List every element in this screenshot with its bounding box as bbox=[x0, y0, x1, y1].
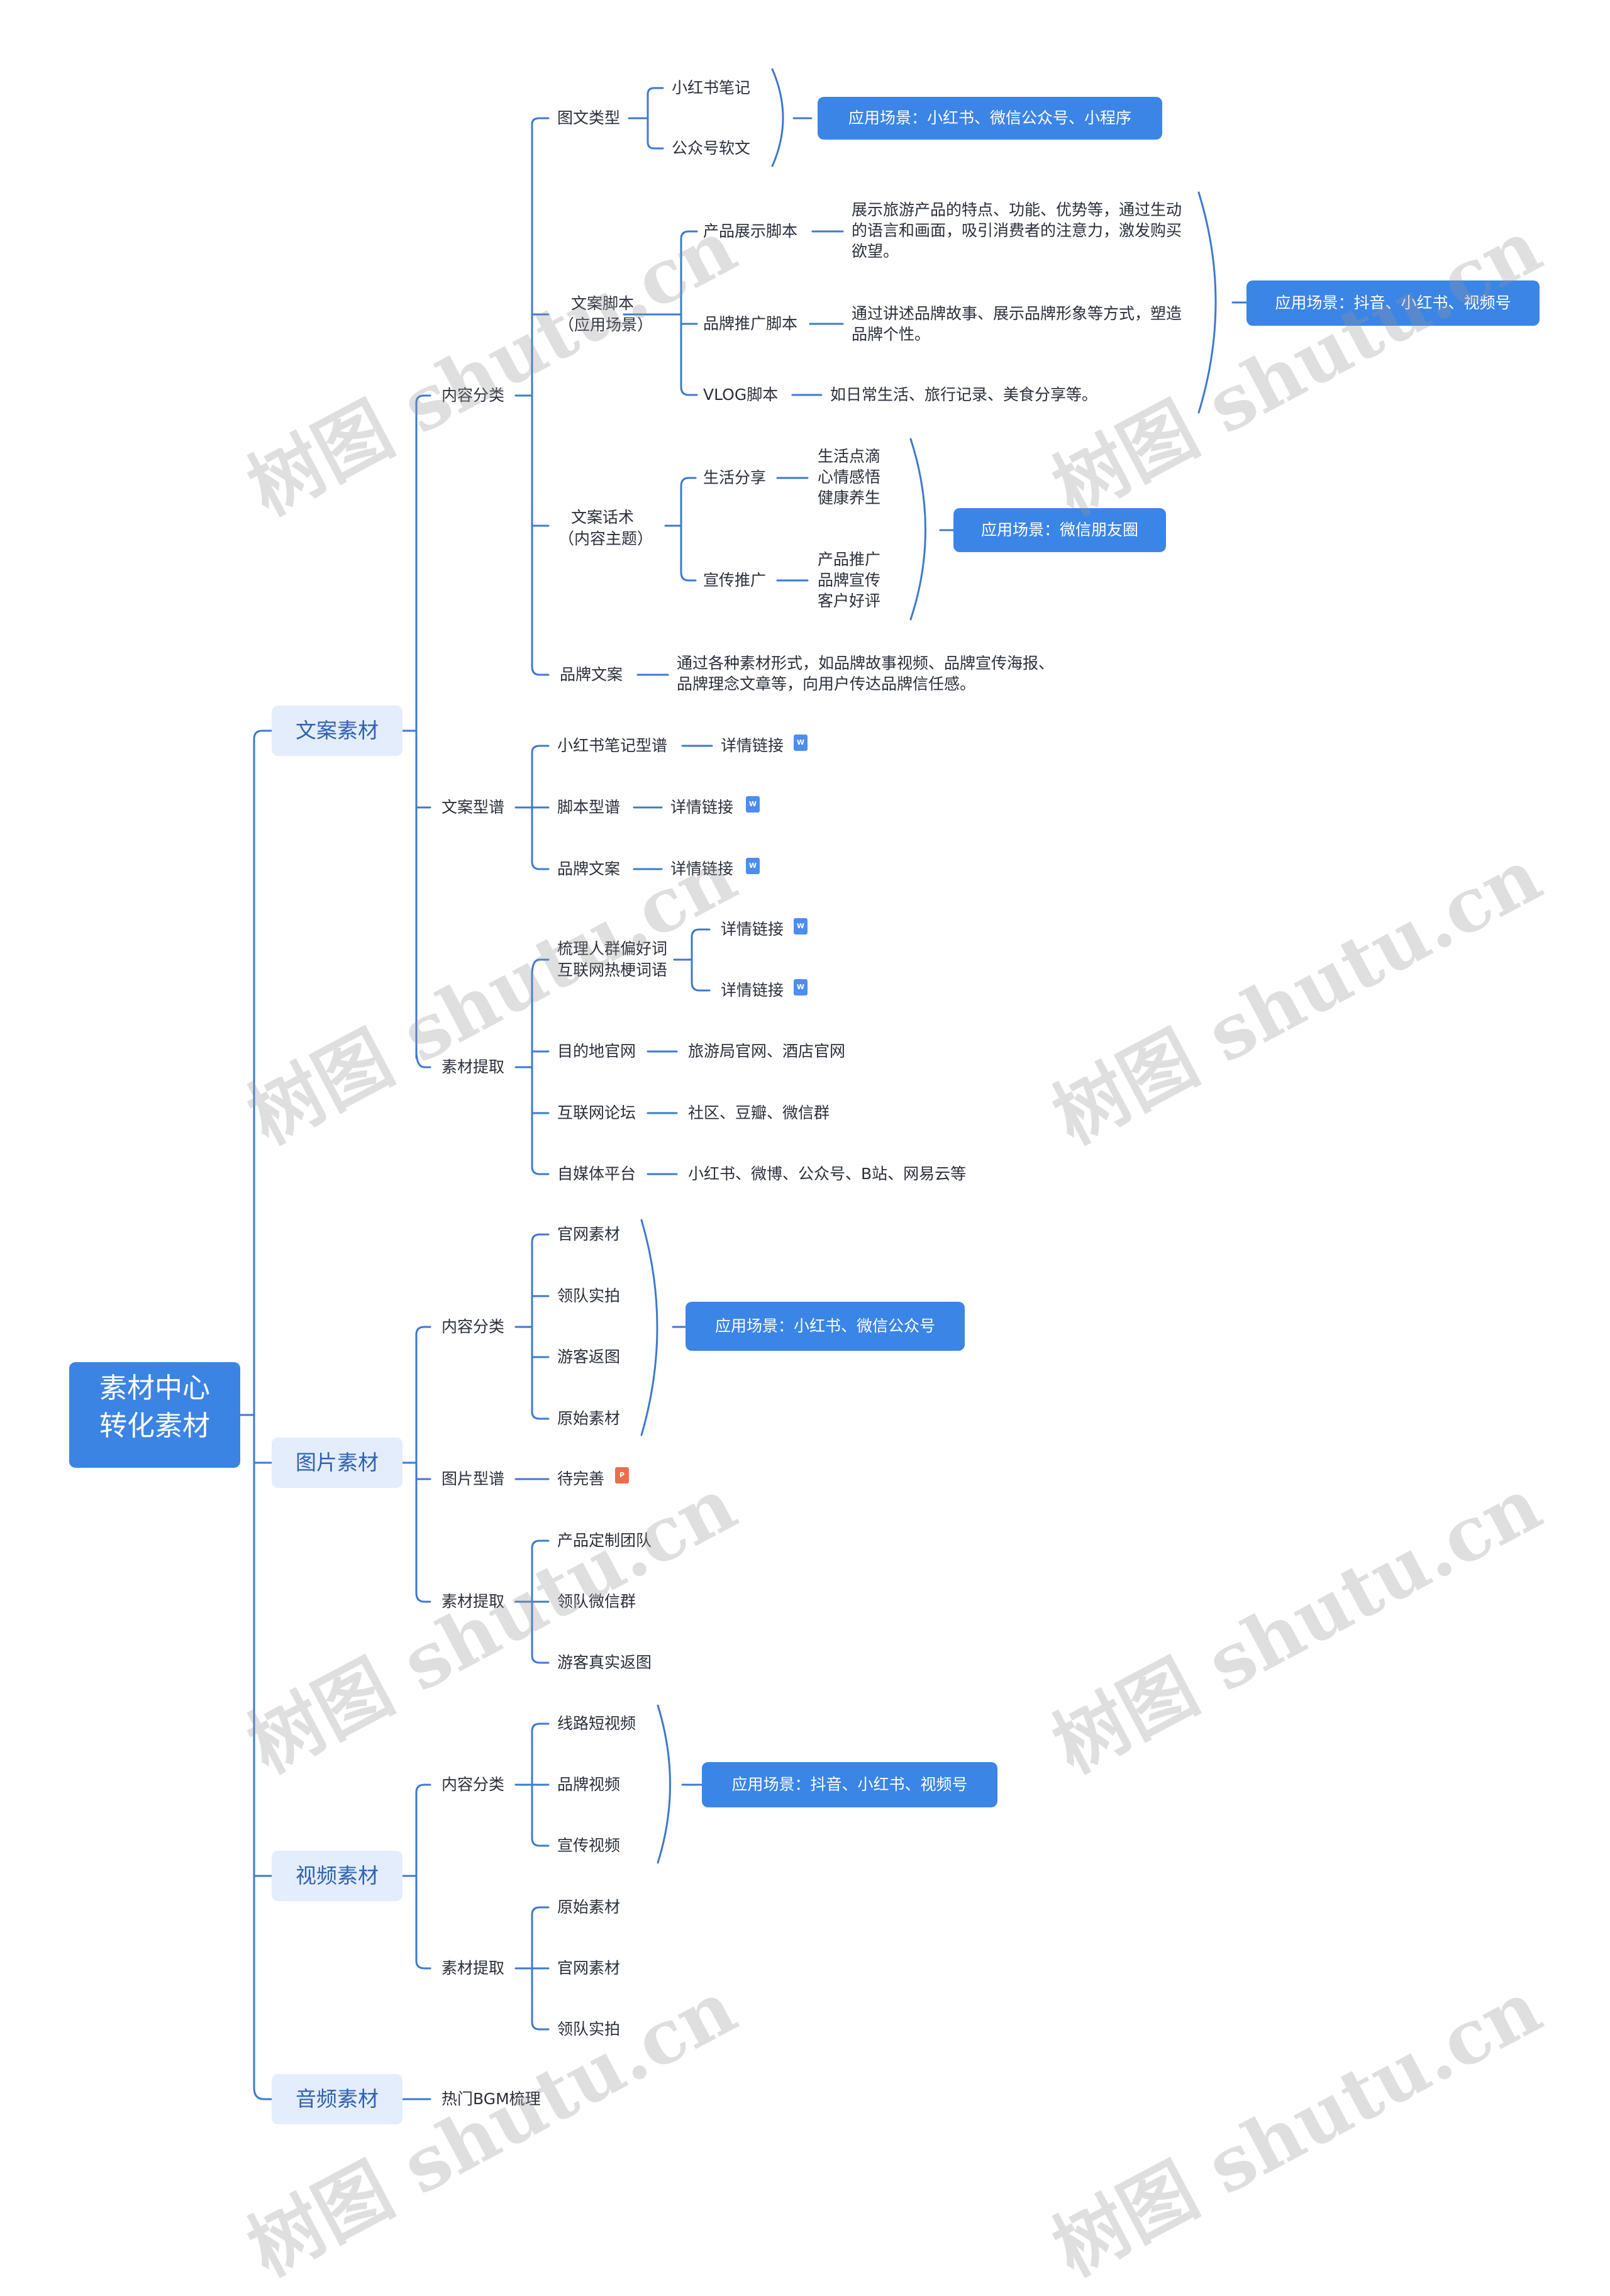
huashu-label: 文案话术 bbox=[570, 508, 634, 526]
shipin-item[interactable]: 线路短视频 bbox=[557, 1714, 636, 1733]
promo-items: 产品推广 品牌宣传 客户好评 bbox=[818, 549, 880, 611]
people-link-2[interactable]: 详情链接 bbox=[721, 981, 784, 999]
life-item: 健康养生 bbox=[818, 489, 881, 507]
huashu-sublabel: （内容主题） bbox=[558, 530, 653, 548]
tupian-pu-value[interactable]: 待完善 bbox=[557, 1470, 605, 1488]
node-tupian-pu[interactable]: 图片型谱 bbox=[441, 1470, 505, 1488]
mind-map-canvas: 素材中心 转化素材 文案素材 图片素材 视频素材 音频素材 内容分类 图文类型 … bbox=[69, 68, 1555, 2293]
node-script[interactable]: 文案脚本 bbox=[565, 293, 640, 314]
ppt-doc-icon[interactable]: P bbox=[615, 1467, 629, 1484]
tupian-item[interactable]: 领队实拍 bbox=[557, 1287, 621, 1305]
node-life-share[interactable]: 生活分享 bbox=[703, 469, 767, 487]
node-wenan-pu[interactable]: 文案型谱 bbox=[441, 798, 505, 816]
word-doc-icon[interactable]: W bbox=[794, 735, 808, 751]
node-xhs-pu[interactable]: 小红书笔记型谱 bbox=[557, 736, 668, 755]
node-forum[interactable]: 互联网论坛 bbox=[557, 1104, 636, 1122]
node-brand-copy[interactable]: 品牌文案 bbox=[560, 665, 623, 684]
node-dest-site[interactable]: 目的地官网 bbox=[557, 1042, 636, 1060]
node-people-words[interactable]: 梳理人群偏好词 互联网热梗词语 bbox=[557, 938, 667, 981]
node-wenan[interactable]: 文案素材 bbox=[272, 706, 402, 756]
node-shipin-extract[interactable]: 素材提取 bbox=[441, 1959, 505, 1977]
node-huashu[interactable]: 文案话术 bbox=[565, 507, 640, 528]
scene-shipin[interactable]: 应用场景：抖音、小红书、视频号 bbox=[702, 1762, 997, 1807]
root-title-line1: 素材中心 bbox=[99, 1372, 210, 1404]
node-yinpin[interactable]: 音频素材 bbox=[272, 2074, 402, 2124]
root-node[interactable]: 素材中心 转化素材 bbox=[69, 1362, 240, 1468]
brand-script-desc: 通过讲述品牌故事、展示品牌形象等方式，塑造品牌个性。 bbox=[852, 304, 1182, 343]
word-doc-icon[interactable]: W bbox=[746, 796, 760, 812]
node-bgm[interactable]: 热门BGM梳理 bbox=[441, 2090, 541, 2108]
node-vlog-script[interactable]: VLOG脚本 bbox=[703, 385, 779, 404]
node-tuwen-type[interactable]: 图文类型 bbox=[557, 109, 621, 127]
scene-tuwen[interactable]: 应用场景：小红书、微信公众号、小程序 bbox=[818, 97, 1162, 140]
life-item: 心情感悟 bbox=[818, 468, 881, 486]
vlog-script-desc: 如日常生活、旅行记录、美食分享等。 bbox=[830, 385, 1098, 404]
root-title-line2: 转化素材 bbox=[99, 1410, 210, 1442]
node-product-script[interactable]: 产品展示脚本 bbox=[703, 222, 798, 240]
shipin-item[interactable]: 品牌视频 bbox=[557, 1775, 621, 1794]
shipin-item[interactable]: 宣传视频 bbox=[557, 1836, 621, 1855]
dest-site-value: 旅游局官网、酒店官网 bbox=[688, 1042, 846, 1060]
script-sublabel: （应用场景） bbox=[558, 316, 653, 334]
xhs-pu-link[interactable]: 详情链接 bbox=[721, 736, 784, 755]
scene-script[interactable]: 应用场景：抖音、小红书、视频号 bbox=[1246, 280, 1540, 326]
brand-copy-desc: 通过各种素材形式，如品牌故事视频、品牌宣传海报、品牌理念文章等，向用户传达品牌信… bbox=[677, 654, 1055, 693]
node-tupian-extract[interactable]: 素材提取 bbox=[441, 1592, 505, 1611]
node-xhs-note[interactable]: 小红书笔记 bbox=[672, 79, 751, 97]
word-doc-icon[interactable]: W bbox=[794, 918, 808, 934]
tupian-item[interactable]: 游客返图 bbox=[557, 1348, 621, 1366]
connector-lines bbox=[239, 68, 1248, 2100]
shipin-extract-item[interactable]: 官网素材 bbox=[557, 1959, 621, 1977]
people-words-line2: 互联网热梗词语 bbox=[557, 961, 668, 979]
script-pu-link[interactable]: 详情链接 bbox=[670, 798, 734, 816]
node-tupian-content[interactable]: 内容分类 bbox=[441, 1317, 505, 1336]
node-script-pu[interactable]: 脚本型谱 bbox=[557, 798, 621, 816]
forum-value: 社区、豆瓣、微信群 bbox=[688, 1104, 830, 1122]
node-promo[interactable]: 宣传推广 bbox=[703, 571, 767, 589]
tupian-extract-item[interactable]: 产品定制团队 bbox=[557, 1531, 652, 1550]
node-shipin-content[interactable]: 内容分类 bbox=[441, 1775, 505, 1794]
promo-item: 品牌宣传 bbox=[818, 571, 881, 589]
node-tupian[interactable]: 图片素材 bbox=[272, 1438, 402, 1488]
people-words-line1: 梳理人群偏好词 bbox=[557, 940, 668, 958]
shipin-extract-item[interactable]: 原始素材 bbox=[557, 1898, 621, 1916]
node-wenan-content[interactable]: 内容分类 bbox=[441, 386, 505, 404]
scene-tupian[interactable]: 应用场景：小红书、微信公众号 bbox=[686, 1302, 965, 1351]
word-doc-icon[interactable]: W bbox=[794, 979, 808, 995]
tupian-extract-item[interactable]: 领队微信群 bbox=[557, 1592, 636, 1611]
life-item: 生活点滴 bbox=[818, 447, 881, 465]
promo-item: 客户好评 bbox=[818, 592, 881, 610]
shipin-extract-item[interactable]: 领队实拍 bbox=[557, 2020, 621, 2038]
node-self-media[interactable]: 自媒体平台 bbox=[557, 1165, 636, 1183]
product-script-desc: 展示旅游产品的特点、功能、优势等，通过生动的语言和画面，吸引消费者的注意力，激发… bbox=[852, 201, 1182, 260]
people-link-1[interactable]: 详情链接 bbox=[721, 920, 784, 938]
scene-huashu[interactable]: 应用场景：微信朋友圈 bbox=[953, 508, 1166, 552]
node-brand-pu[interactable]: 品牌文案 bbox=[557, 860, 621, 878]
node-wenan-extract[interactable]: 素材提取 bbox=[441, 1058, 505, 1076]
node-shipin[interactable]: 视频素材 bbox=[272, 1851, 402, 1901]
node-gzh-article[interactable]: 公众号软文 bbox=[672, 139, 751, 157]
self-media-value: 小红书、微博、公众号、B站、网易云等 bbox=[688, 1165, 967, 1183]
tupian-item[interactable]: 原始素材 bbox=[557, 1409, 621, 1428]
word-doc-icon[interactable]: W bbox=[746, 858, 760, 874]
promo-item: 产品推广 bbox=[818, 550, 881, 568]
life-share-items: 生活点滴 心情感悟 健康养生 bbox=[818, 446, 880, 508]
tupian-item[interactable]: 官网素材 bbox=[557, 1225, 621, 1243]
tupian-extract-item[interactable]: 游客真实返图 bbox=[557, 1653, 652, 1672]
node-brand-script[interactable]: 品牌推广脚本 bbox=[703, 314, 798, 333]
brand-pu-link[interactable]: 详情链接 bbox=[670, 860, 734, 878]
script-label: 文案脚本 bbox=[570, 294, 634, 313]
